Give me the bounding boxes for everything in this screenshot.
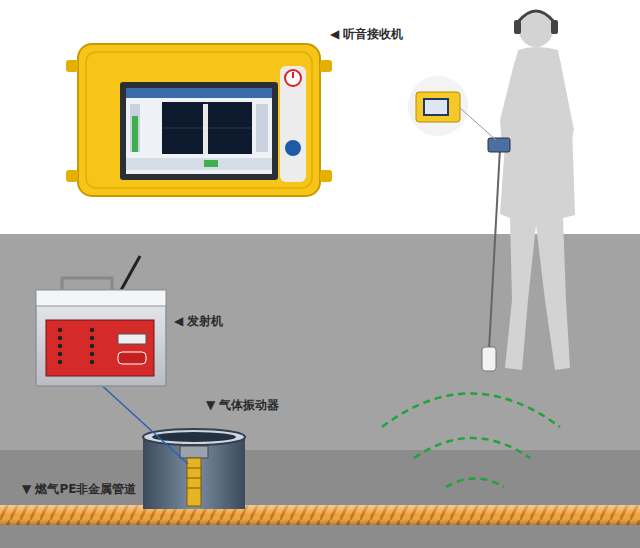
illustration-part xyxy=(285,70,301,86)
illustration-part xyxy=(514,20,521,34)
receiver xyxy=(66,44,332,196)
illustration-part xyxy=(36,290,166,386)
illustration-part xyxy=(90,352,94,356)
illustration-part xyxy=(518,11,554,22)
illustration-part xyxy=(382,394,560,428)
illustration-part xyxy=(187,458,201,506)
receiver-inset xyxy=(408,76,496,140)
illustration-part xyxy=(66,60,78,72)
illustration-part xyxy=(120,82,278,180)
illustration-part xyxy=(36,290,166,306)
illustration-part xyxy=(118,352,146,364)
illustration-part xyxy=(320,60,332,72)
illustration-part xyxy=(152,432,236,442)
illustration-part xyxy=(126,88,272,98)
illustration-part xyxy=(58,344,62,348)
illustration-part xyxy=(58,352,62,356)
handheld xyxy=(488,138,510,152)
illustration-part xyxy=(86,52,312,188)
illustration-part xyxy=(292,72,294,78)
pipe xyxy=(0,505,640,525)
illustration-part xyxy=(126,158,272,170)
part-label: ◀ 发射机 xyxy=(174,314,223,328)
illustration-part xyxy=(416,92,460,122)
part-label: ◀ 听音接收机 xyxy=(330,27,403,41)
illustration-part xyxy=(204,160,218,167)
illustration-part xyxy=(408,76,468,136)
illustration-part xyxy=(187,468,201,488)
illustration-part xyxy=(551,20,558,34)
illustration-part xyxy=(90,328,94,332)
illustration-part xyxy=(130,104,140,152)
illustration-part xyxy=(180,446,208,458)
illustration-part xyxy=(46,320,154,376)
illustration-part xyxy=(519,13,553,47)
illustration-part xyxy=(143,437,245,509)
illustration-part xyxy=(90,336,94,340)
transmitter xyxy=(36,256,166,386)
ground-lower xyxy=(0,450,640,548)
illustration-part xyxy=(423,98,449,116)
illustration-part xyxy=(460,108,496,140)
illustration-part xyxy=(500,47,575,370)
part-label: ▼ 燃气PE非金属管道 xyxy=(22,482,136,496)
well xyxy=(143,429,245,509)
probe xyxy=(482,347,496,371)
illustration-part xyxy=(162,102,252,154)
signal-cable xyxy=(98,382,188,464)
illustration-part xyxy=(203,104,208,154)
illustration-part xyxy=(446,479,504,488)
person xyxy=(500,11,575,370)
illustration-part xyxy=(126,88,272,174)
illustration-part xyxy=(132,116,138,152)
illustration-part xyxy=(58,336,62,340)
illustration-part xyxy=(425,100,447,114)
illustration-part xyxy=(78,44,320,196)
illustration-part xyxy=(90,344,94,348)
illustration-part xyxy=(285,140,301,156)
illustration-part xyxy=(552,60,574,160)
illustration-part xyxy=(66,170,78,182)
illustration-part xyxy=(162,102,252,154)
illustration-part xyxy=(280,66,306,182)
illustration-part xyxy=(120,256,140,292)
illustration-part xyxy=(58,328,94,364)
illustration-part xyxy=(256,104,268,152)
illustration-part xyxy=(90,360,94,364)
illustration-part xyxy=(500,60,524,150)
illustration-part xyxy=(58,360,62,364)
illustration-part xyxy=(118,334,146,344)
pipe-shade xyxy=(0,505,640,525)
illustration-part xyxy=(320,170,332,182)
sound-waves xyxy=(382,394,560,488)
illustration-part xyxy=(58,328,62,332)
part-label: ▼ 气体振动器 xyxy=(206,398,279,412)
illustration-part xyxy=(414,438,530,458)
probe-pole xyxy=(489,148,500,350)
